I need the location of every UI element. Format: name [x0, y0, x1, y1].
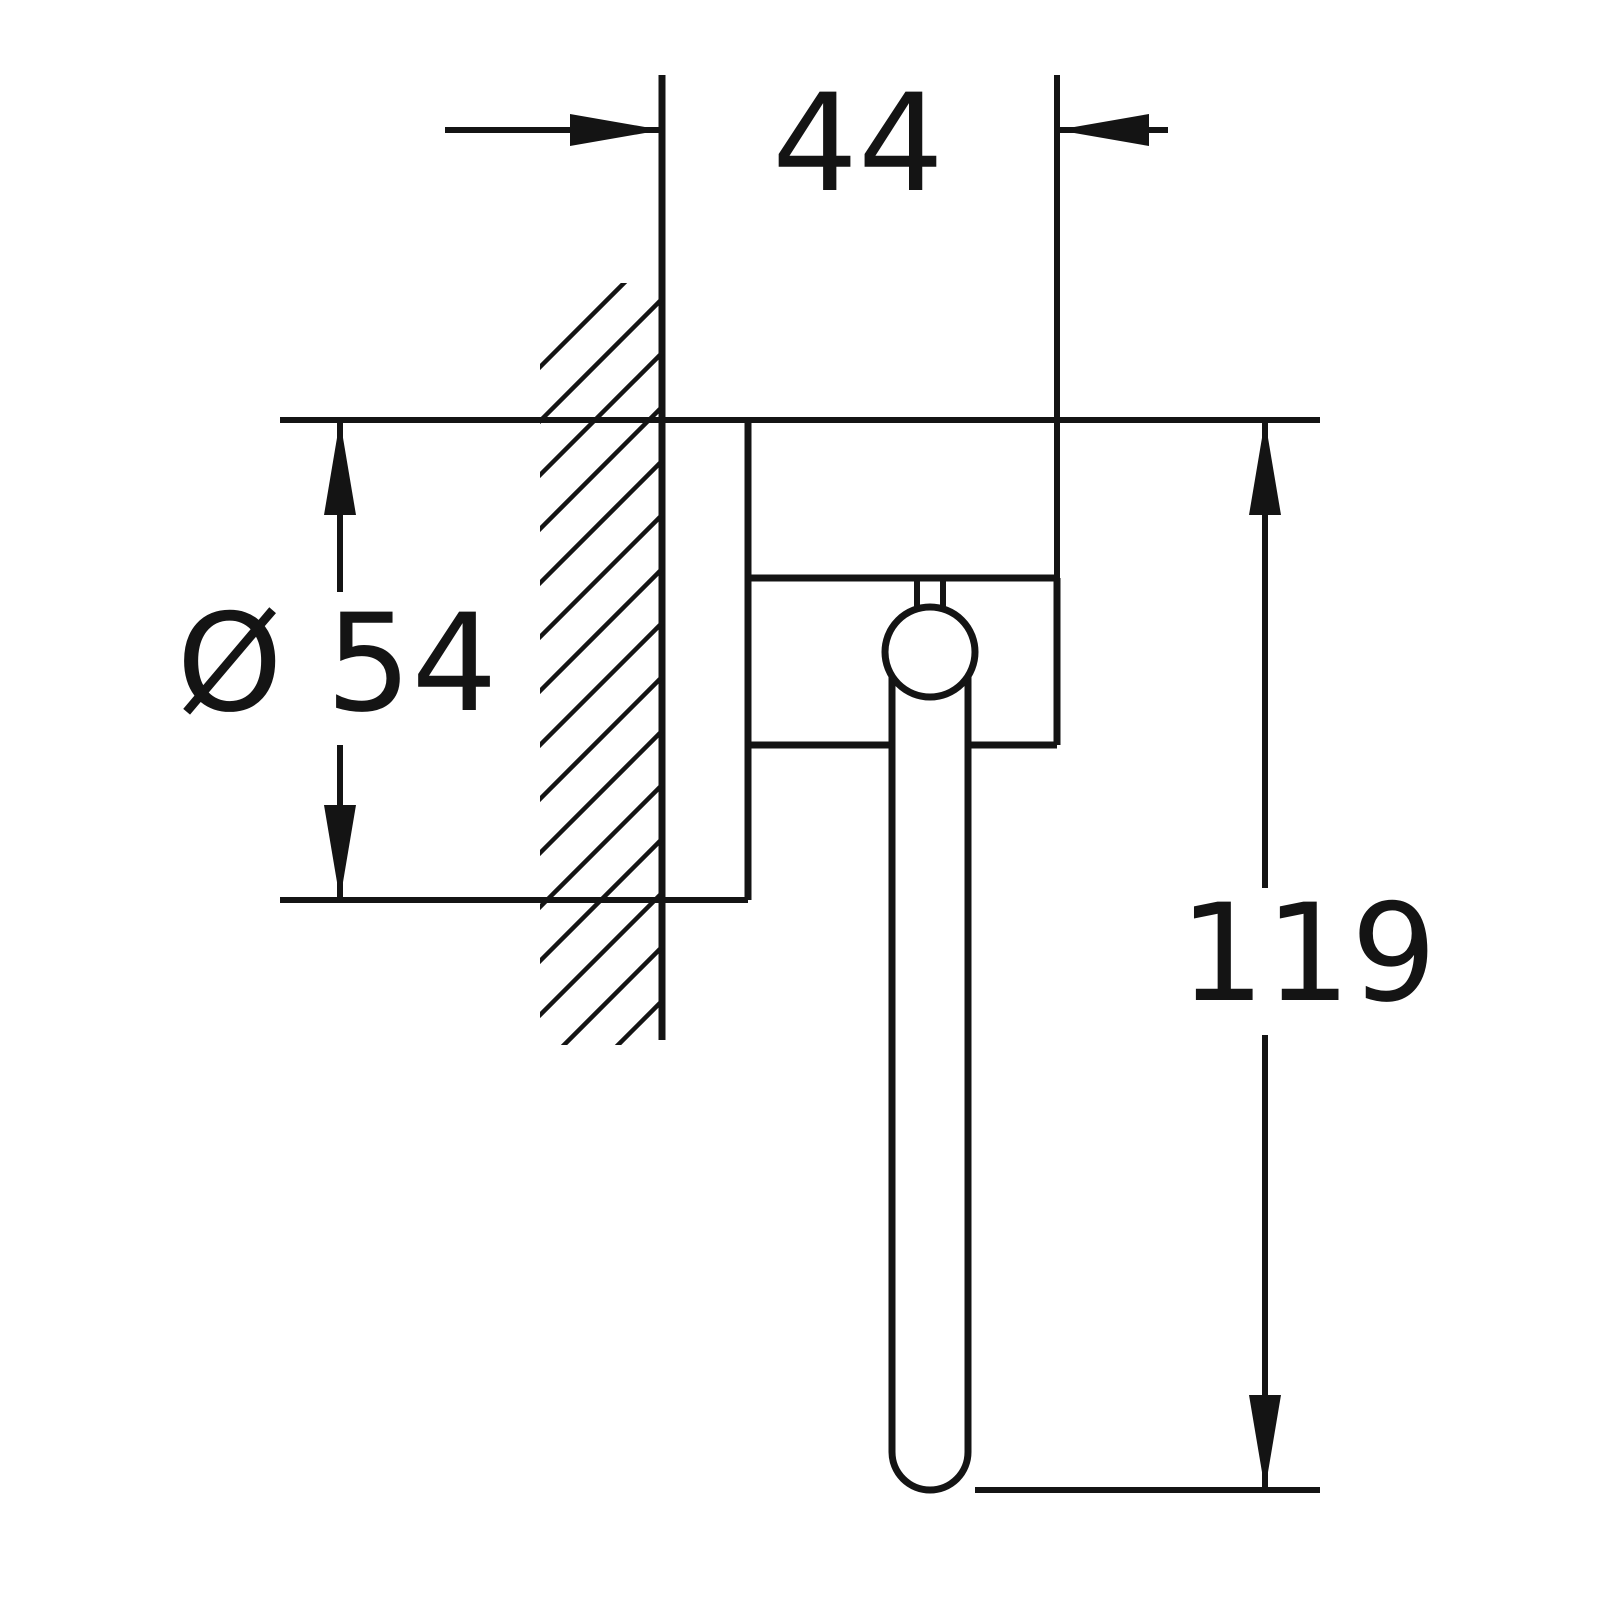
holder-bar-fill	[892, 700, 968, 1490]
dim-44-right-arrowhead	[1057, 114, 1149, 146]
hatch-line	[614, 999, 664, 1045]
dim-44-left-arrowhead	[570, 114, 662, 146]
hatch-line	[540, 459, 664, 587]
dim-119-up-arrowhead	[1249, 420, 1281, 515]
hatch-line	[540, 297, 664, 425]
dim-119-label: 119	[1179, 875, 1437, 1032]
dimension-height-119: 119	[1179, 420, 1437, 1490]
hatch-line	[540, 351, 664, 479]
dimension-diameter-54: Ø 54	[177, 420, 498, 900]
hatch-line	[560, 945, 664, 1045]
wall-hatching	[540, 283, 664, 1045]
hatch-line	[540, 837, 664, 965]
fixture	[744, 420, 1061, 1494]
hatch-line	[540, 405, 664, 533]
hatch-line	[540, 729, 664, 857]
dim-44-label: 44	[772, 65, 944, 222]
dim-54-up-arrowhead	[324, 420, 356, 515]
pivot-ball	[881, 603, 979, 701]
hatch-line	[540, 567, 664, 695]
dimension-width-44: 44	[445, 65, 1168, 222]
hatch-line	[540, 513, 664, 641]
dim-54-label: Ø 54	[177, 585, 498, 742]
hatch-line	[540, 891, 664, 1019]
hatch-line	[540, 783, 664, 911]
dim-119-down-arrowhead	[1249, 1395, 1281, 1490]
dim-54-down-arrowhead	[324, 805, 356, 900]
extension-lines	[280, 75, 1320, 1493]
holder-bar-bottom-arc	[888, 1451, 972, 1494]
wall	[540, 75, 666, 1045]
hatch-line	[540, 675, 664, 803]
hatch-line	[540, 621, 664, 749]
hatch-line	[540, 283, 628, 371]
